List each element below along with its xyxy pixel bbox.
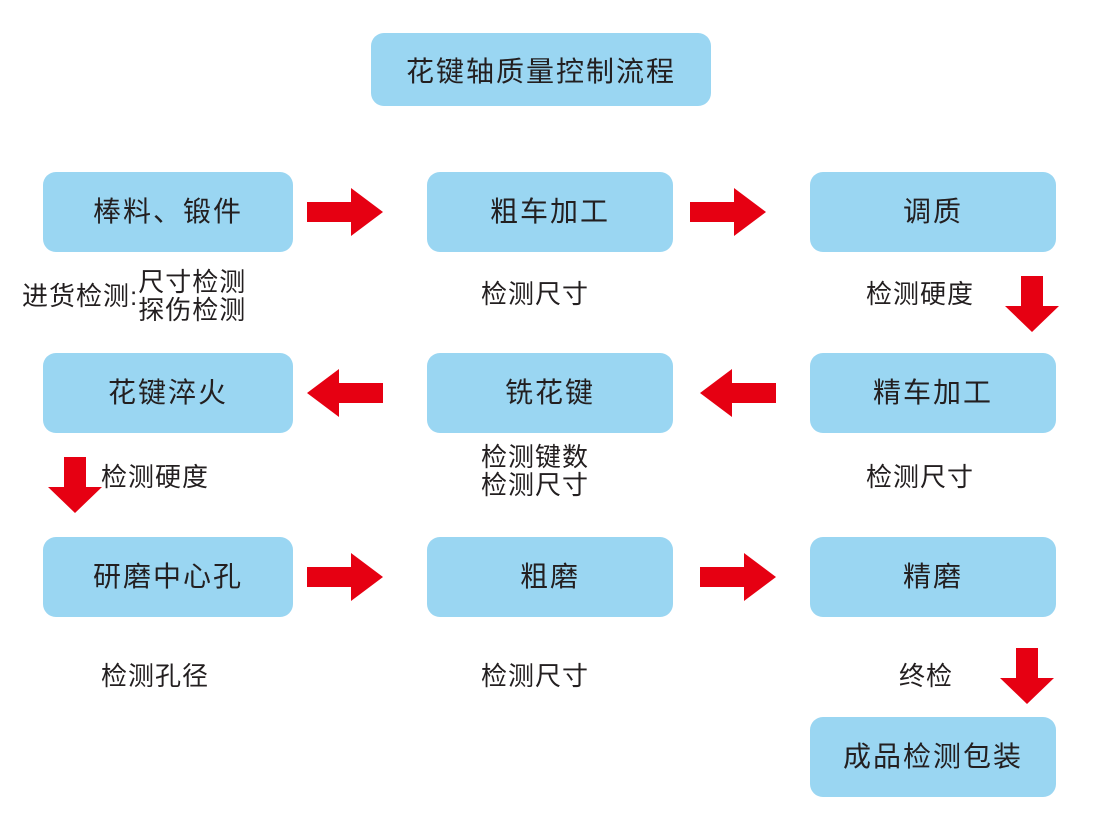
process-node-rough-turning[interactable]: 粗车加工: [427, 172, 673, 252]
process-node-spline-quenching[interactable]: 花键淬火: [43, 353, 293, 433]
note-incoming-inspection: 进货检测: 尺寸检测 探伤检测: [22, 268, 246, 324]
arrow-right-icon-1: [307, 188, 383, 236]
note-milling-checks: 检测键数 检测尺寸: [481, 443, 589, 499]
process-node-final-inspection-packaging[interactable]: 成品检测包装: [810, 717, 1056, 797]
note-check-dimension-1: 检测尺寸: [481, 279, 590, 309]
note-line-2: 探伤检测: [138, 295, 247, 326]
process-node-rough-grinding[interactable]: 粗磨: [427, 537, 673, 617]
node-label: 粗磨: [519, 561, 580, 592]
note-check-hardness-1: 检测硬度: [866, 279, 975, 309]
node-label: 花键淬火: [107, 377, 228, 408]
note-line-1: 检测键数: [481, 442, 590, 472]
process-node-quench-temper[interactable]: 调质: [810, 172, 1056, 252]
note-check-dimension-3: 检测尺寸: [481, 661, 590, 691]
note-stack: 尺寸检测 探伤检测: [138, 268, 246, 324]
arrow-down-icon-2: [48, 457, 102, 513]
diagram-title-box: 花键轴质量控制流程: [371, 33, 711, 106]
node-label: 精磨: [902, 561, 963, 592]
arrow-down-icon-3: [1000, 648, 1054, 704]
node-label: 调质: [902, 196, 963, 227]
note-final-inspection: 终检: [899, 661, 954, 691]
node-label: 棒料、锻件: [92, 196, 243, 227]
arrow-left-icon-1: [307, 369, 383, 417]
note-check-hole-diameter: 检测孔径: [101, 661, 210, 691]
note-line-2: 检测尺寸: [481, 470, 590, 501]
arrow-right-icon-2: [690, 188, 766, 236]
node-label: 粗车加工: [489, 196, 610, 227]
arrow-down-icon-1: [1005, 276, 1059, 332]
arrow-right-icon-3: [307, 553, 383, 601]
arrow-right-icon-4: [700, 553, 776, 601]
node-label: 成品检测包装: [842, 741, 1023, 772]
process-node-spline-milling[interactable]: 铣花键: [427, 353, 673, 433]
process-node-center-hole-grinding[interactable]: 研磨中心孔: [43, 537, 293, 617]
arrow-left-icon-2: [700, 369, 776, 417]
node-label: 研磨中心孔: [92, 561, 243, 592]
note-line-1: 尺寸检测: [138, 267, 247, 297]
node-label: 精车加工: [872, 377, 993, 408]
process-node-finish-grinding[interactable]: 精磨: [810, 537, 1056, 617]
node-label: 铣花键: [504, 377, 595, 408]
note-check-hardness-2: 检测硬度: [101, 462, 210, 492]
process-node-raw-material[interactable]: 棒料、锻件: [43, 172, 293, 252]
note-check-dimension-2: 检测尺寸: [866, 462, 975, 492]
diagram-title: 花键轴质量控制流程: [405, 55, 676, 87]
process-node-finish-turning[interactable]: 精车加工: [810, 353, 1056, 433]
note-prefix: 进货检测:: [22, 281, 139, 312]
